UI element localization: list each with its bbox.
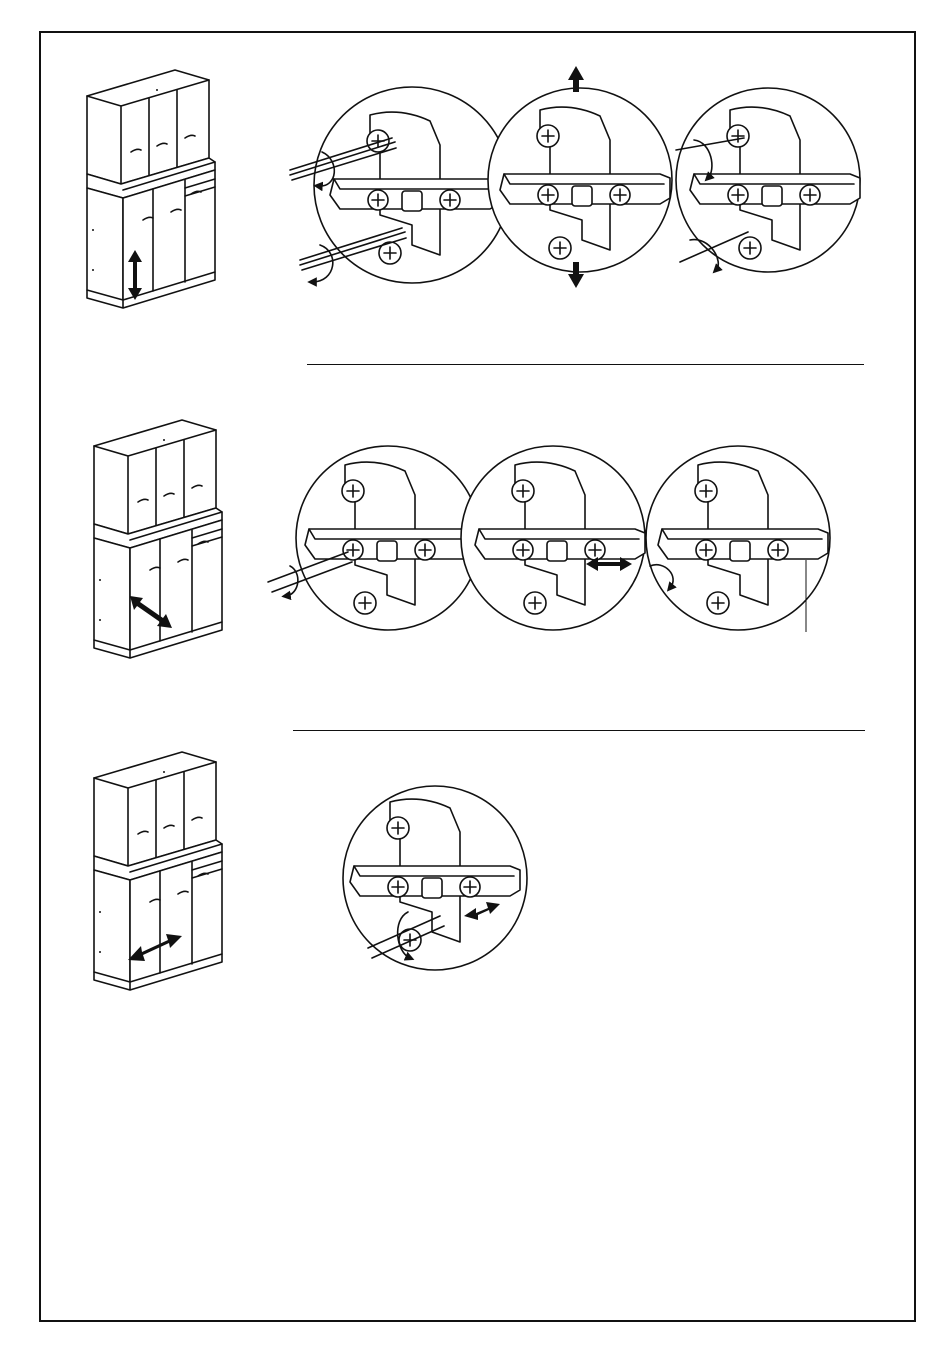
hinge-detail-view bbox=[343, 786, 527, 970]
cabinet-illustration bbox=[94, 752, 222, 990]
cabinet-illustration bbox=[94, 420, 222, 658]
hinge-detail-view bbox=[268, 446, 480, 630]
hinge-detail-view bbox=[676, 88, 860, 272]
cabinet-illustration bbox=[87, 70, 215, 308]
hinge-detail-view bbox=[646, 446, 830, 632]
hinge-detail-view bbox=[488, 88, 672, 272]
hinge-detail-view bbox=[461, 446, 645, 630]
hinge-detail-view bbox=[290, 87, 510, 283]
